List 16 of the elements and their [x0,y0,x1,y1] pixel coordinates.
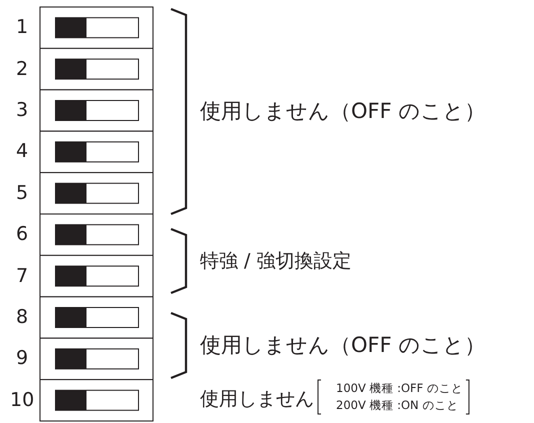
row-number: 3 [16,101,28,120]
row-number: 9 [16,349,28,368]
row-number: 1 [16,18,28,38]
note-text: 使用しません [200,390,314,408]
row-number: 4 [16,142,28,162]
row-number: 2 [16,60,28,79]
note-text: 使用しません（OFF のこと） [200,334,486,356]
row-number: 10 [10,390,34,410]
row-number: 7 [16,266,28,286]
note-text: 200V 機種 :ON のこと [336,400,458,412]
note-text: 特強 / 強切換設定 [200,252,352,270]
row-number: 5 [16,184,28,203]
row-number: 6 [16,225,28,244]
note-text: 使用しません（OFF のこと） [200,100,486,122]
note-text: 100V 機種 :OFF のこと [336,383,463,394]
row-number: 8 [16,308,28,327]
